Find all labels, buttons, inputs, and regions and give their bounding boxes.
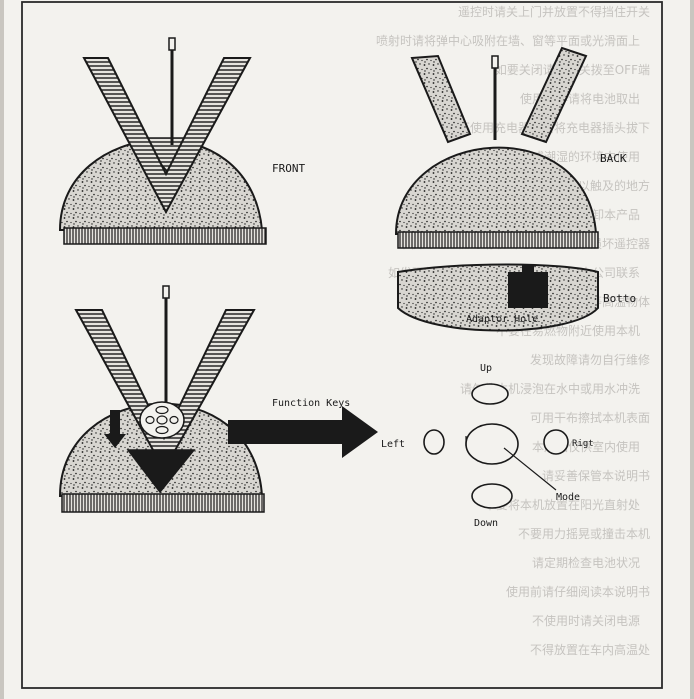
label-adaptor-hole: Adaptor Hole [466,314,538,325]
function-keys-callout: Function Keys [228,398,378,458]
show-through-line: 不使用时请关闭电源 [532,613,640,628]
robot-back-view: BACK [394,46,627,249]
show-through-line: 可用干布擦拭本机表面 [530,411,650,425]
key-down [471,483,513,509]
label-function-keys: Function Keys [272,398,350,409]
adaptor-hole [508,272,548,308]
robot-function-keys-view [58,285,265,513]
label-bottom: Botto [603,292,636,305]
back-antenna-tip [491,55,499,69]
mini-key-down [155,425,169,435]
robot-bottom-view: Adaptor Hole Botto [397,263,636,332]
show-through-line: 请妥善保管本说明书 [542,468,650,483]
back-right-arm [520,46,588,144]
key-layout-detail: Up Left Rigt Mode Down [381,363,594,529]
label-left: Left [381,439,405,450]
mode-leader-line [503,447,557,491]
keys-antenna-tip [162,285,170,299]
key-mode [465,423,519,465]
show-through-line: 不要将本机放置在阳光直射处 [484,497,640,512]
keys-lower-triangle [126,449,196,494]
show-through-line: 使用前请仔细阅读本说明书 [506,584,650,599]
mini-key-left [145,415,155,425]
label-back: BACK [600,152,627,165]
mini-key-up [155,405,169,415]
label-front: FRONT [272,162,305,175]
down-arrow-icon [104,410,126,448]
key-up [471,383,509,405]
robot-front-view: FRONT [58,37,305,245]
label-up: Up [480,363,492,374]
show-through-line: 不得放置在车内高温处 [530,642,650,657]
adaptor-hole-pin [522,264,534,274]
show-through-line: 不要用力摇晃或撞击本机 [518,526,650,541]
key-right [543,429,569,455]
keys-base [61,493,265,513]
mini-key-right [169,415,179,425]
back-dome [394,146,598,235]
diagram-frame [21,1,663,689]
label-down: Down [474,518,498,529]
label-right: Rigt [572,439,594,449]
show-through-line: 遥控时请关上门并放置不得挡住开关 [458,4,650,19]
key-left [423,429,445,455]
big-right-arrow-icon [228,406,378,458]
mini-key-mode [156,415,168,425]
show-through-line: 发现故障请勿自行维修 [530,352,650,367]
show-through-line: 喷射时请将弹中心吸附在墙、窗等平面或光滑面上 [376,33,640,48]
label-mode: Mode [556,492,580,503]
front-antenna-tip [168,37,176,51]
back-base [397,231,599,249]
front-base [63,227,267,245]
back-left-arm [410,54,472,144]
show-through-line: 请定期检查电池状况 [532,555,640,570]
key-cluster-panel [139,401,185,439]
show-through-line: 不使用充电器时请将充电器插头拔下 [458,120,650,135]
front-v-inner [107,57,225,176]
